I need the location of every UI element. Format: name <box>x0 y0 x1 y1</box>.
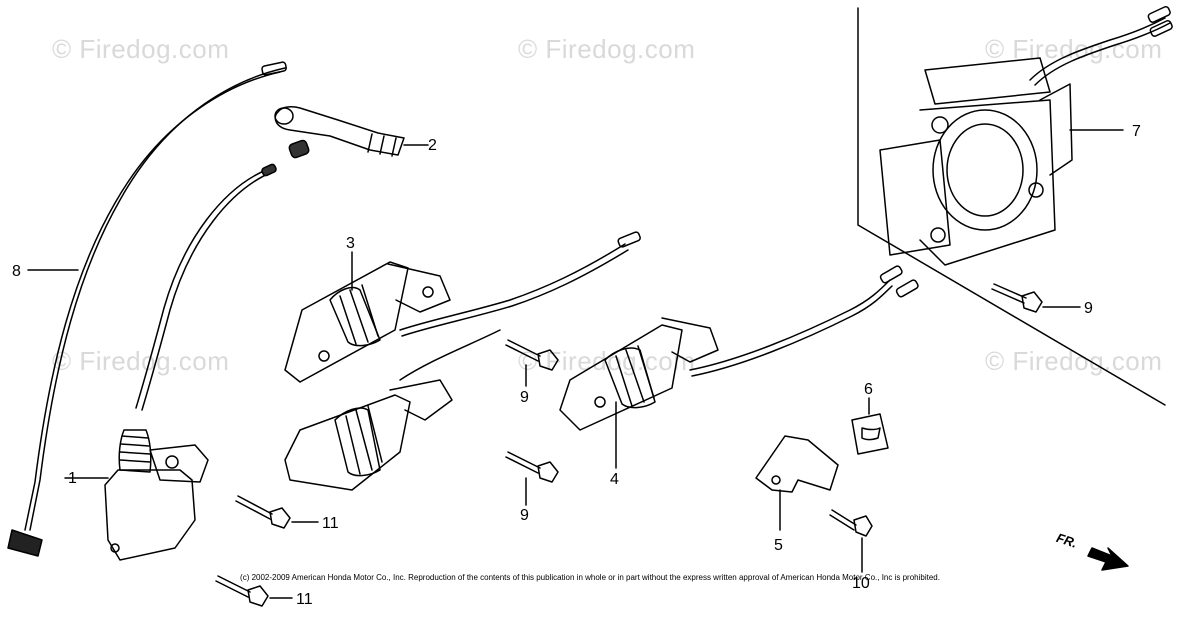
callout-4: 4 <box>610 471 619 488</box>
callout-10: 10 <box>852 575 870 592</box>
callout-9a: 9 <box>1084 300 1093 317</box>
part-11-bolt-upper <box>235 495 319 529</box>
part-3-upper-coil <box>284 231 641 383</box>
watermark: © Firedog.com <box>52 34 230 64</box>
part-10-bolt <box>829 509 873 573</box>
lower-left-coil <box>284 329 501 491</box>
callout-11a: 11 <box>322 515 339 532</box>
callout-2: 2 <box>428 137 437 154</box>
callout-1: 1 <box>68 470 77 487</box>
callout-8: 8 <box>12 263 21 280</box>
part-2-plug-cap <box>274 106 429 159</box>
forward-arrow-icon <box>1087 547 1129 571</box>
callout-9b: 9 <box>520 389 529 406</box>
part-11-bolt-lower <box>215 575 293 607</box>
copyright-notice: (c) 2002-2009 American Honda Motor Co., … <box>240 573 940 582</box>
part-8-cable <box>7 61 287 557</box>
callout-11b: 11 <box>296 591 313 608</box>
callout-7: 7 <box>1132 123 1141 140</box>
callout-5: 5 <box>774 537 783 554</box>
part-1-ignition-coil <box>64 163 277 561</box>
part-5-bracket <box>755 435 839 531</box>
callout-9c: 9 <box>520 507 529 524</box>
part-6-plate <box>851 397 889 455</box>
direction-label: FR. <box>1055 530 1080 551</box>
callout-3: 3 <box>346 235 355 252</box>
part-7-stator <box>857 5 1173 406</box>
part-9-bolt-low <box>505 451 559 506</box>
watermark: © Firedog.com <box>52 346 230 376</box>
part-9-bolt-mid <box>505 339 559 387</box>
part-9-bolt-top <box>991 283 1081 313</box>
part-4-right-coil <box>559 265 919 469</box>
watermark: © Firedog.com <box>518 34 696 64</box>
callout-6: 6 <box>864 381 873 398</box>
